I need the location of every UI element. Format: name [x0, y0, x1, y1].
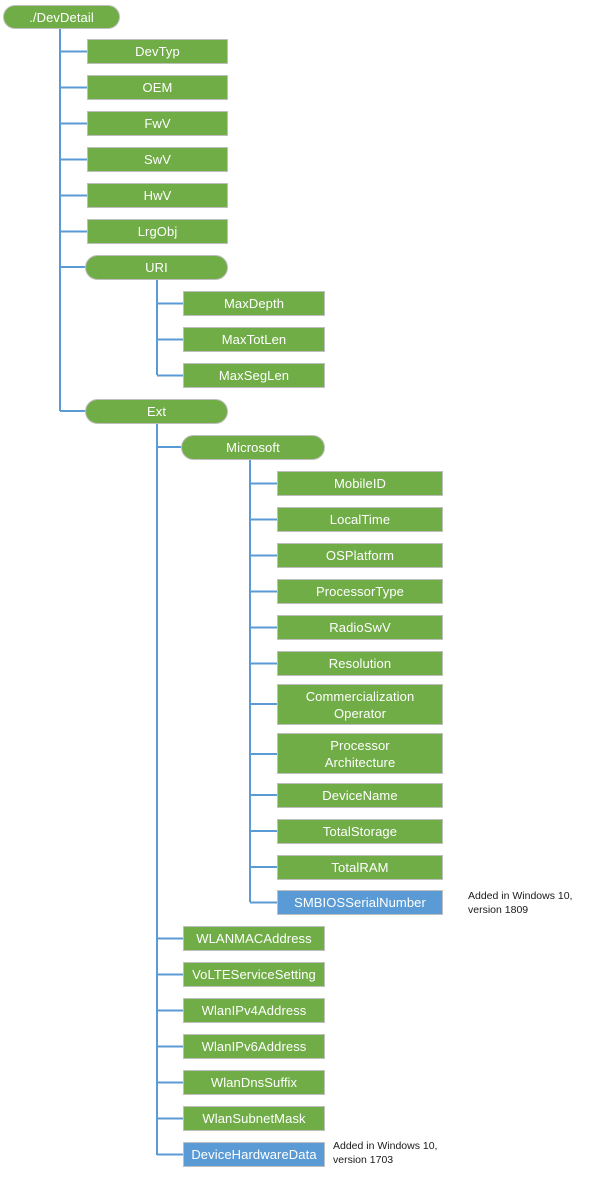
node-voltesservicesetting[interactable]: VoLTEServiceSetting [183, 962, 325, 987]
node-root[interactable]: ./DevDetail [3, 5, 120, 29]
node-wlanipv4address[interactable]: WlanIPv4Address [183, 998, 325, 1023]
node-totalstorage[interactable]: TotalStorage [277, 819, 443, 844]
node-fwv[interactable]: FwV [87, 111, 228, 136]
node-wlandnssuffix[interactable]: WlanDnsSuffix [183, 1070, 325, 1095]
node-commercializationoperator[interactable]: Commercialization Operator [277, 684, 443, 725]
node-maxseglen[interactable]: MaxSegLen [183, 363, 325, 388]
node-osplatform[interactable]: OSPlatform [277, 543, 443, 568]
annotation-smbiosserialnumber: Added in Windows 10, version 1809 [468, 890, 573, 916]
node-localtime[interactable]: LocalTime [277, 507, 443, 532]
node-resolution[interactable]: Resolution [277, 651, 443, 676]
node-totalram[interactable]: TotalRAM [277, 855, 443, 880]
node-maxdepth[interactable]: MaxDepth [183, 291, 325, 316]
node-wlanmacaddress[interactable]: WLANMACAddress [183, 926, 325, 951]
node-lrgobj[interactable]: LrgObj [87, 219, 228, 244]
node-oem[interactable]: OEM [87, 75, 228, 100]
node-swv[interactable]: SwV [87, 147, 228, 172]
node-devtyp[interactable]: DevTyp [87, 39, 228, 64]
node-smbiosserialnumber[interactable]: SMBIOSSerialNumber [277, 890, 443, 915]
node-processorarchitecture[interactable]: Processor Architecture [277, 733, 443, 774]
node-mobileid[interactable]: MobileID [277, 471, 443, 496]
node-hwv[interactable]: HwV [87, 183, 228, 208]
node-processortype[interactable]: ProcessorType [277, 579, 443, 604]
node-microsoft[interactable]: Microsoft [181, 435, 325, 460]
node-radioswv[interactable]: RadioSwV [277, 615, 443, 640]
node-wlanipv6address[interactable]: WlanIPv6Address [183, 1034, 325, 1059]
node-uri[interactable]: URI [85, 255, 228, 280]
annotation-devicehardwaredata: Added in Windows 10, version 1703 [333, 1140, 438, 1166]
node-ext[interactable]: Ext [85, 399, 228, 424]
node-wlansubnetmask[interactable]: WlanSubnetMask [183, 1106, 325, 1131]
node-maxtotlen[interactable]: MaxTotLen [183, 327, 325, 352]
node-devicename[interactable]: DeviceName [277, 783, 443, 808]
node-devicehardwaredata[interactable]: DeviceHardwareData [183, 1142, 325, 1167]
